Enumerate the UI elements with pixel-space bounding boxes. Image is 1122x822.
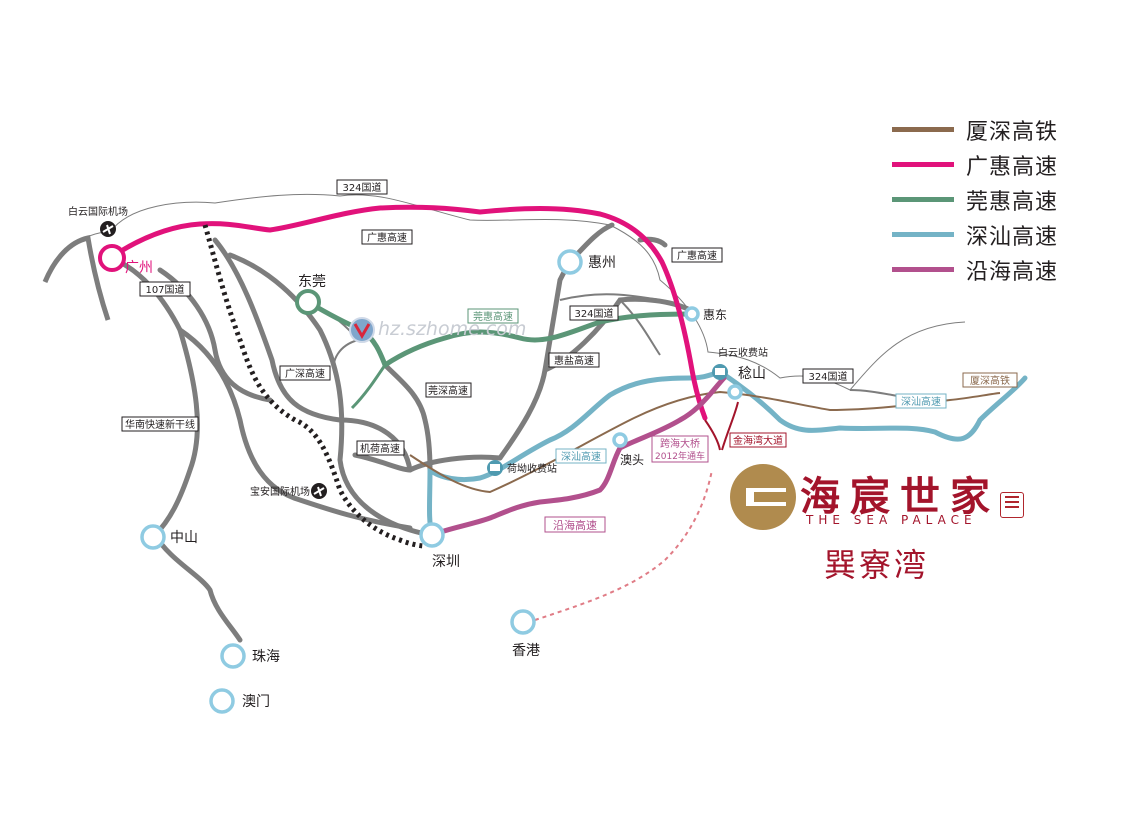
jinhaiwan-road bbox=[704, 401, 739, 451]
hongkong-link bbox=[534, 469, 713, 621]
label-xiashen: 厦深高铁 bbox=[970, 374, 1010, 387]
macau-marker bbox=[209, 688, 235, 714]
label-huanan: 华南快速新干线 bbox=[125, 418, 195, 431]
zhongshan-marker bbox=[140, 524, 166, 550]
label-guanghui-right: 广惠高速 bbox=[677, 249, 717, 262]
huidong-marker bbox=[684, 306, 700, 322]
legend-item-shenshan: 深汕高速 bbox=[892, 217, 1092, 252]
coastal-highway bbox=[429, 375, 727, 538]
label-bridge-line1: 跨海大桥 bbox=[660, 437, 700, 450]
label-zhongshan: 中山 bbox=[170, 530, 198, 546]
label-jinhaiwan: 金海湾大道 bbox=[733, 434, 783, 447]
brand-name: 海宸世家 bbox=[800, 473, 1000, 520]
label-guanshen: 莞深高速 bbox=[428, 384, 468, 397]
huizhou-marker bbox=[557, 249, 583, 275]
coastline-west bbox=[42, 234, 111, 321]
road-label-boxes-colored bbox=[467, 308, 1018, 533]
label-g324-mid: 324国道 bbox=[574, 307, 613, 320]
label-guangshen: 广深高速 bbox=[285, 367, 325, 380]
legend-item-coastal: 沿海高速 bbox=[892, 252, 1092, 287]
city-markers bbox=[140, 249, 743, 714]
label-zhuhai: 珠海 bbox=[252, 649, 280, 665]
road-network bbox=[107, 222, 693, 643]
label-shenzhen: 深圳 bbox=[432, 554, 460, 570]
label-macau: 澳门 bbox=[242, 694, 270, 710]
legend-item-xiashen: 厦深高铁 bbox=[892, 112, 1092, 147]
zhuhai-marker bbox=[220, 643, 246, 669]
watermark-logo bbox=[349, 317, 375, 343]
label-baiyun-toll: 白云收费站 bbox=[718, 346, 768, 359]
dongguan-marker bbox=[295, 289, 321, 315]
label-g107: 107国道 bbox=[145, 283, 184, 296]
label-bridge-line2: 2012年通车 bbox=[655, 450, 705, 462]
label-jihe: 机荷高速 bbox=[360, 442, 400, 455]
legend-swatch bbox=[892, 232, 954, 237]
facility-labels: 白云国际机场 宝安国际机场 白云收费站 荷坳收费站 bbox=[68, 205, 768, 498]
label-dongguan: 东莞 bbox=[298, 274, 326, 290]
label-hekeng-toll: 荷坳收费站 bbox=[507, 462, 557, 475]
legend-item-guanhui: 莞惠高速 bbox=[892, 182, 1092, 217]
brand-subtitle: 巽寮湾 bbox=[824, 546, 930, 584]
toll-station-icon bbox=[712, 364, 728, 380]
label-coastal: 沿海高速 bbox=[553, 518, 597, 532]
legend-label: 莞惠高速 bbox=[966, 189, 1059, 215]
label-g324-east: 324国道 bbox=[808, 370, 847, 383]
label-shenshan-mid: 深汕高速 bbox=[561, 450, 601, 463]
label-guanghui-top: 广惠高速 bbox=[367, 231, 407, 244]
legend-label: 沿海高速 bbox=[966, 259, 1059, 285]
brand-block: 海宸世家 THE SEA PALACE 巽寮湾 bbox=[728, 462, 1028, 592]
guanghui-highway bbox=[107, 204, 708, 421]
legend-item-guanghui: 广惠高速 bbox=[892, 147, 1092, 182]
guangzhou-marker bbox=[98, 244, 126, 272]
brand-logo-icon bbox=[730, 464, 796, 530]
label-baiyun-airport: 白云国际机场 bbox=[68, 205, 128, 218]
hongkong-marker bbox=[510, 609, 536, 635]
toll-station-icon bbox=[487, 460, 503, 476]
legend-label: 深汕高速 bbox=[966, 224, 1059, 250]
guanhui-branch bbox=[350, 364, 387, 410]
label-g324-top: 324国道 bbox=[342, 181, 381, 194]
legend-swatch bbox=[892, 197, 954, 202]
label-shenshan-east: 深汕高速 bbox=[901, 395, 941, 408]
label-huizhou: 惠州 bbox=[588, 255, 616, 271]
legend-label: 广惠高速 bbox=[966, 154, 1059, 180]
city-labels: 广州 东莞 惠州 惠东 稔山 深圳 澳头 中山 珠海 澳门 香港 bbox=[125, 255, 766, 710]
airplane-icon bbox=[100, 221, 116, 237]
label-huidong: 惠东 bbox=[703, 308, 727, 322]
airplane-icon bbox=[311, 483, 327, 499]
label-guanhui: 莞惠高速 bbox=[473, 310, 513, 323]
brand-english: THE SEA PALACE bbox=[806, 513, 977, 527]
road-labels: 324国道 广惠高速 107国道 广惠高速 324国道 惠盐高速 广深高速 莞深… bbox=[125, 181, 848, 455]
label-baoan-airport: 宝安国际机场 bbox=[250, 485, 310, 498]
legend-swatch bbox=[892, 127, 954, 132]
map-legend: 厦深高铁 广惠高速 莞惠高速 深汕高速 沿海高速 bbox=[892, 112, 1092, 287]
label-guangzhou: 广州 bbox=[125, 260, 153, 276]
label-renshan: 稔山 bbox=[738, 366, 766, 382]
road-label-boxes bbox=[121, 179, 854, 456]
label-huiyan: 惠盐高速 bbox=[554, 354, 594, 367]
legend-swatch bbox=[892, 162, 954, 167]
brand-seal-icon bbox=[1000, 492, 1024, 518]
legend-swatch bbox=[892, 267, 954, 272]
label-aotou: 澳头 bbox=[620, 453, 644, 467]
huanan-dotted-line bbox=[202, 224, 426, 549]
road-labels-colored: 莞惠高速 深汕高速 沿海高速 厦深高铁 深汕高速 金海湾大道 跨海大桥 2012… bbox=[473, 310, 1010, 532]
legend-label: 厦深高铁 bbox=[966, 119, 1059, 145]
renshan-marker bbox=[727, 384, 743, 400]
label-hongkong: 香港 bbox=[512, 643, 540, 659]
aotou-marker bbox=[612, 432, 628, 448]
shenzhen-marker bbox=[419, 522, 445, 548]
